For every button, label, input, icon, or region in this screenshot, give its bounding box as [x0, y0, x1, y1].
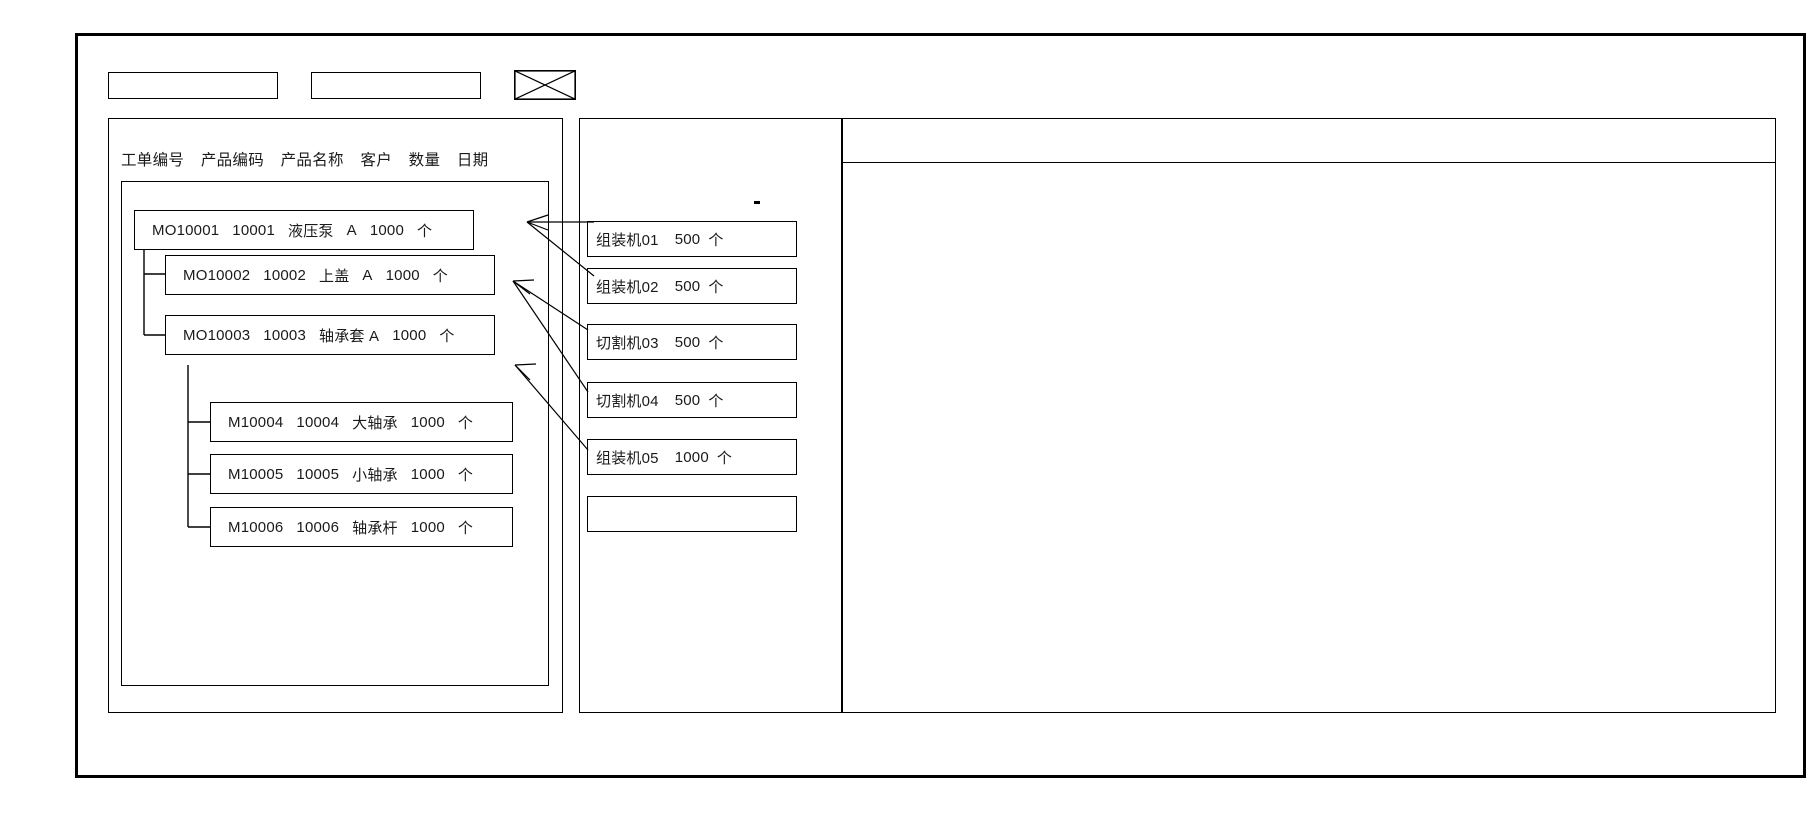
cell-product-name: 液压泵 — [288, 222, 334, 240]
cell-product-name: 小轴承 — [352, 466, 398, 484]
operation-machine: 组装机01 — [596, 231, 659, 249]
toolbar-field-1[interactable] — [108, 71, 278, 99]
operation-unit: 个 — [708, 231, 724, 249]
cell-qty: 1000 — [410, 518, 445, 536]
cell-unit: 个 — [432, 267, 448, 285]
cell-order-no: MO10003 — [183, 326, 251, 344]
cell-order-no: MO10002 — [183, 266, 251, 284]
column-header-qty: 数量 — [408, 152, 441, 169]
cell-product-name: 轴承杆 — [352, 519, 398, 537]
cell-order-no: M10004 — [228, 413, 284, 431]
operation-unit: 个 — [708, 334, 724, 352]
cell-product-code: 10005 — [296, 465, 340, 483]
operation-unit: 个 — [716, 449, 733, 467]
cell-product-code: 10004 — [296, 413, 340, 431]
operation-machine: 切割机03 — [596, 334, 659, 352]
operation-machine: 组装机02 — [596, 278, 659, 296]
table-row[interactable]: MO10003 10003 轴承套 A 1000 个 — [165, 315, 495, 355]
column-header-product-name: 产品名称 — [280, 152, 344, 169]
cell-product-code: 10006 — [296, 518, 340, 536]
cell-product-code: 10003 — [263, 326, 306, 344]
cell-customer: A — [362, 266, 373, 284]
detail-panel-body[interactable] — [843, 163, 1775, 712]
cell-product-name: 大轴承 — [352, 414, 398, 432]
crossed-box-placeholder-icon[interactable] — [514, 70, 576, 100]
cell-order-no: M10006 — [228, 518, 284, 536]
list-item[interactable]: 组装机02 500 个 — [587, 268, 797, 304]
table-row[interactable]: M10004 10004 大轴承 1000 个 — [210, 402, 513, 442]
table-row[interactable]: M10005 10005 小轴承 1000 个 — [210, 454, 513, 494]
panel-marker-dot — [754, 201, 760, 204]
table-row[interactable]: M10006 10006 轴承杆 1000 个 — [210, 507, 513, 547]
cell-unit: 个 — [457, 519, 474, 537]
cell-product-name: 轴承套 A — [319, 327, 380, 345]
operation-list-panel: 组装机01 500 个 组装机02 500 个 切割机03 500 个 切割机0… — [579, 118, 842, 713]
column-headers: 工单编号 产品编码 产品名称 客户 数量 日期 — [121, 148, 488, 170]
column-header-product-code: 产品编码 — [200, 152, 265, 169]
application-window: 工单编号 产品编码 产品名称 客户 数量 日期 MO10001 — [75, 33, 1806, 778]
operation-machine: 切割机04 — [596, 392, 659, 410]
table-row[interactable]: MO10002 10002 上盖 A 1000 个 — [165, 255, 495, 295]
operation-unit: 个 — [708, 392, 724, 410]
list-item[interactable]: 组装机01 500 个 — [587, 221, 797, 257]
operation-qty: 1000 — [674, 448, 709, 466]
operation-qty: 500 — [674, 391, 701, 409]
operation-qty: 500 — [674, 230, 701, 248]
list-item-empty[interactable] — [587, 496, 797, 532]
cell-unit: 个 — [457, 466, 474, 484]
cell-order-no: M10005 — [228, 465, 284, 483]
work-order-list-panel: 工单编号 产品编码 产品名称 客户 数量 日期 MO10001 — [108, 118, 563, 713]
operation-qty: 500 — [674, 333, 701, 351]
cell-product-name: 上盖 — [319, 267, 350, 285]
list-item[interactable]: 组装机05 1000 个 — [587, 439, 797, 475]
column-header-date: 日期 — [456, 152, 489, 169]
cell-qty: 1000 — [385, 266, 420, 284]
operation-qty: 500 — [674, 277, 701, 295]
cell-qty: 1000 — [369, 221, 404, 239]
cell-customer: A — [346, 221, 357, 239]
work-order-tree: MO10001 10001 液压泵 A 1000 个 MO10002 10002… — [121, 181, 549, 686]
cell-unit: 个 — [439, 327, 455, 345]
cell-qty: 1000 — [410, 465, 445, 483]
cell-unit: 个 — [457, 414, 474, 432]
detail-panel-header-divider — [843, 162, 1775, 163]
cell-qty: 1000 — [410, 413, 445, 431]
toolbar-field-2[interactable] — [311, 71, 481, 99]
list-item[interactable]: 切割机03 500 个 — [587, 324, 797, 360]
detail-panel — [842, 118, 1776, 713]
cell-qty: 1000 — [392, 326, 427, 344]
column-header-order-no: 工单编号 — [121, 152, 185, 169]
list-item[interactable]: 切割机04 500 个 — [587, 382, 797, 418]
operation-unit: 个 — [708, 278, 724, 296]
table-row[interactable]: MO10001 10001 液压泵 A 1000 个 — [134, 210, 474, 250]
cell-product-code: 10001 — [232, 221, 275, 239]
column-header-customer: 客户 — [360, 152, 393, 169]
cell-unit: 个 — [417, 222, 433, 240]
toolbar — [108, 70, 576, 100]
cell-order-no: MO10001 — [152, 221, 220, 239]
cell-product-code: 10002 — [263, 266, 306, 284]
operation-machine: 组装机05 — [596, 449, 659, 467]
